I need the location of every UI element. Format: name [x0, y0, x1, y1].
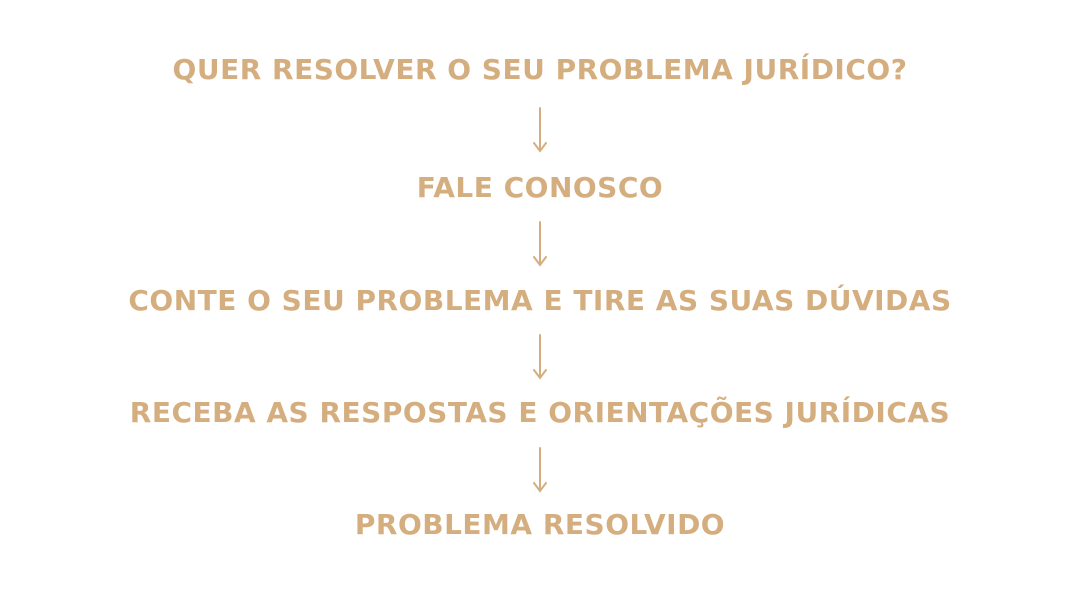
- step-receive-answers: RECEBA AS RESPOSTAS E ORIENTAÇÕES JURÍDI…: [129, 396, 951, 429]
- arrow-down-icon: [533, 107, 547, 153]
- arrow-down-icon: [533, 221, 547, 267]
- arrow-down-icon: [533, 447, 547, 493]
- arrow-down-icon: [533, 334, 547, 380]
- step-question: QUER RESOLVER O SEU PROBLEMA JURÍDICO?: [172, 53, 908, 86]
- step-problem-solved: PROBLEMA RESOLVIDO: [354, 508, 726, 541]
- step-contact: FALE CONOSCO: [416, 171, 664, 204]
- step-describe-problem: CONTE O SEU PROBLEMA E TIRE AS SUAS DÚVI…: [128, 284, 952, 317]
